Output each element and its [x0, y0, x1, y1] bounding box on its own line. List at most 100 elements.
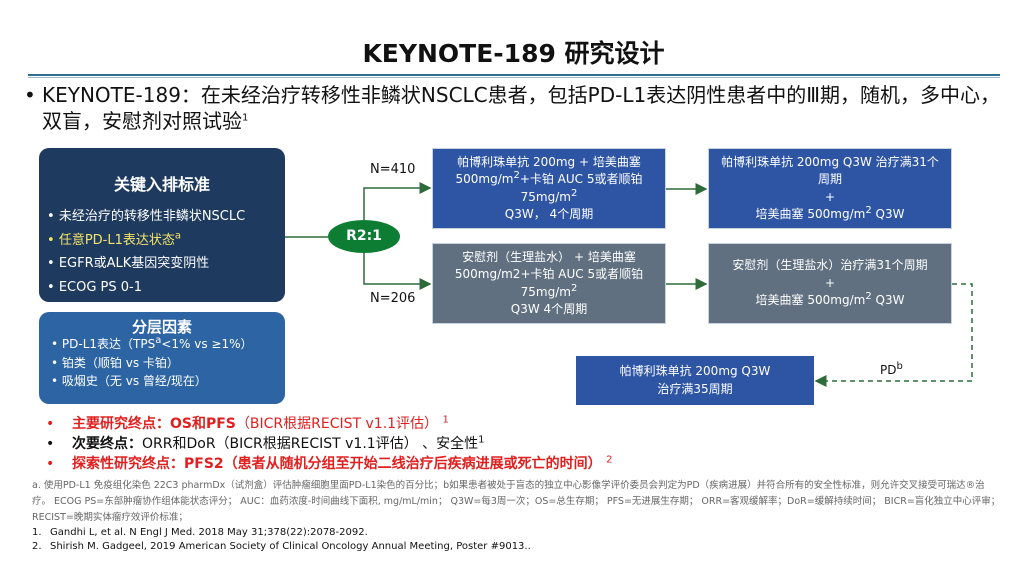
continuation2-box: 安慰剂（生理盐水）治疗满31个周期 + 培美曲塞 500mg/m2 Q3W: [708, 243, 952, 324]
arm1-line: 75mg/m2: [455, 187, 642, 207]
reference-item: 1. Gandhi L, et al. N Engl J Med. 2018 Ma…: [32, 526, 992, 540]
crossover-box: 帕博利珠单抗 200mg Q3W 治疗满35周期: [576, 356, 814, 405]
strat-text: 吸烟史（无 vs 曾经/现在）: [61, 374, 207, 388]
cont2-text: 安慰剂（生理盐水）治疗满31个周期 + 培美曲塞 500mg/m2 Q3W: [732, 257, 927, 310]
rand-to-arm1-line: [363, 182, 432, 220]
arm2-box: 安慰剂（生理盐水） + 培美曲塞 500mg/m2+卡铂 AUC 5或者顺铂 7…: [432, 243, 666, 324]
pd-label: PDb: [880, 361, 903, 378]
arm1-dose: 500mg/m: [455, 172, 514, 186]
arm2-line: 75mg/m2: [455, 282, 643, 302]
strat-text: 铂类（顺铂 vs 卡铂）: [61, 355, 179, 370]
inclusion-item: 未经治疗的转移性非鳞状NSCLC: [47, 205, 283, 229]
bullet-dot: •: [46, 416, 55, 432]
cont1-line: 培美曲塞 500mg/m2 Q3W: [721, 206, 939, 224]
arm1-sup: 2: [570, 187, 578, 199]
crossover-line: 帕博利珠单抗 200mg Q3W: [619, 364, 771, 378]
primary-endpoint-ref: 1: [442, 414, 449, 426]
stratification-item: PD-L1表达（TPSa<1% vs ≥1%）: [51, 335, 283, 354]
cont2-sup: 2: [865, 291, 872, 303]
title-divider: [28, 74, 1000, 76]
arm2-text: 安慰剂（生理盐水） + 培美曲塞 500mg/m2+卡铂 AUC 5或者顺铂 7…: [455, 249, 643, 319]
cont2-freq: Q3W: [871, 293, 905, 308]
reference-num: 1.: [32, 527, 42, 538]
arm1-line: Q3W， 4个周期: [504, 207, 594, 221]
primary-endpoint: • 主要研究终点：OS和PFS（BICR根据RECIST v1.1评估） 1: [46, 414, 1006, 434]
primary-endpoint-label: 主要研究终点：OS和PFS: [72, 416, 236, 432]
inclusion-item-text: ECOG PS 0-1: [58, 279, 142, 295]
pd-text: PD: [880, 363, 897, 377]
strat-text-post: <1% vs ≥1%）: [161, 337, 253, 351]
arm2-line: 安慰剂（生理盐水） + 培美曲塞: [462, 249, 636, 264]
pd-sup: b: [896, 361, 903, 372]
references: 1. Gandhi L, et al. N Engl J Med. 2018 Ma…: [32, 526, 992, 554]
exploratory-endpoint-text: 探索性研究终点：PFS2（患者从随机分组至开始二线治疗后疾病进展或死亡的时间） …: [72, 454, 612, 474]
cont1-line: 周期: [817, 172, 842, 186]
cont1-freq: Q3W: [871, 207, 905, 221]
secondary-endpoint-text: 次要终点：ORR和DoR（BICR根据RECIST v1.1评估） 、安全性1: [72, 434, 485, 454]
reference-num: 2.: [32, 541, 42, 552]
endpoints-list: • 主要研究终点：OS和PFS（BICR根据RECIST v1.1评估） 1 •…: [46, 414, 1006, 474]
inclusion-item-text: 未经治疗的转移性非鳞状NSCLC: [58, 209, 246, 224]
arm2-n-label: N=206: [370, 291, 416, 306]
bullet-dot: •: [24, 83, 36, 107]
study-summary-text: KEYNOTE-189：在未经治疗转移性非鳞状NSCLC患者，包括PD-L1表达…: [42, 82, 1012, 134]
bullet-dot: •: [46, 456, 55, 472]
cont2-line: 安慰剂（生理盐水）治疗满31个周期: [732, 258, 928, 273]
crossover-dashed-arrow: [814, 283, 973, 387]
crossover-line: 治疗满35周期: [657, 381, 733, 396]
cont1-dose: 培美曲塞 500mg/m: [755, 207, 866, 221]
slide-title: KEYNOTE-189 研究设计: [362, 39, 665, 68]
arm2-line: Q3W 4个周期: [510, 302, 588, 316]
inclusion-title: 关键入排标准: [113, 175, 210, 194]
strat-sup: a: [155, 335, 162, 346]
cont1-line: 帕博利珠单抗 200mg Q3W 治疗满31个: [721, 154, 939, 169]
stratification-list: PD-L1表达（TPSa<1% vs ≥1%） 铂类（顺铂 vs 卡铂） 吸烟史…: [51, 335, 283, 391]
inclusion-item: ECOG PS 0-1: [47, 276, 283, 300]
exploratory-endpoint-ref: 2: [606, 454, 613, 466]
continuation1-box: 帕博利珠单抗 200mg Q3W 治疗满31个 周期 + 培美曲塞 500mg/…: [708, 148, 952, 229]
stratification-item: 铂类（顺铂 vs 卡铂）: [51, 354, 283, 373]
secondary-endpoint-detail: ORR和DoR（BICR根据RECIST v1.1评估） 、安全性: [142, 436, 479, 452]
secondary-endpoint: • 次要终点：ORR和DoR（BICR根据RECIST v1.1评估） 、安全性…: [46, 434, 1006, 454]
exploratory-endpoint: • 探索性研究终点：PFS2（患者从随机分组至开始二线治疗后疾病进展或死亡的时间…: [46, 454, 1006, 474]
stratification-title: 分层因素: [131, 318, 192, 336]
cont1-line: +: [824, 189, 836, 204]
primary-endpoint-detail: （BICR根据RECIST v1.1评估）: [235, 416, 439, 432]
crossover-text: 帕博利珠单抗 200mg Q3W 治疗满35周期: [620, 363, 771, 398]
arm1-dose2: +卡铂 AUC 5或者顺铂: [519, 172, 643, 186]
arm1-line: 帕博利珠单抗 200mg + 培美曲塞: [457, 154, 641, 169]
cont1-text: 帕博利珠单抗 200mg Q3W 治疗满31个 周期 + 培美曲塞 500mg/…: [721, 154, 939, 224]
bullet-dot: •: [46, 436, 55, 452]
arm2-dose3: 75mg/m: [520, 284, 571, 299]
exploratory-endpoint-label: 探索性研究终点：PFS2（患者从随机分组至开始二线治疗后疾病进展或死亡的时间）: [72, 456, 602, 472]
stratification-item: 吸烟史（无 vs 曾经/现在）: [51, 372, 283, 391]
inclusion-item: EGFR或ALK基因突变阴性: [47, 252, 283, 276]
strat-text: PD-L1表达（TPS: [61, 337, 156, 351]
inclusion-criteria-box: 关键入排标准 未经治疗的转移性非鳞状NSCLC 任意PD-L1表达状态a EGF…: [39, 148, 285, 302]
inclusion-list: 未经治疗的转移性非鳞状NSCLC 任意PD-L1表达状态a EGFR或ALK基因…: [47, 205, 283, 299]
arm2-line: 500mg/m2+卡铂 AUC 5或者顺铂: [454, 267, 644, 281]
secondary-endpoint-ref: 1: [478, 434, 485, 446]
reference-text: Shirish M. Gadgeel, 2019 American Societ…: [50, 541, 531, 552]
rand-to-arm2-line: [363, 253, 432, 290]
cont2-line: 培美曲塞 500mg/m2 Q3W: [732, 292, 927, 310]
arm1-line: 500mg/m2+卡铂 AUC 5或者顺铂: [455, 171, 642, 189]
arm2-sup: 2: [570, 282, 578, 294]
arm1-n-label: N=410: [370, 162, 416, 177]
inclusion-item-sup: a: [174, 230, 182, 242]
primary-endpoint-text: 主要研究终点：OS和PFS（BICR根据RECIST v1.1评估） 1: [72, 414, 449, 434]
inclusion-item-text: EGFR或ALK基因突变阴性: [58, 256, 210, 271]
cont1-sup: 2: [865, 205, 872, 216]
randomization-node: R2:1: [328, 220, 400, 253]
inclusion-item-text: 任意PD-L1表达状态: [58, 232, 175, 248]
study-summary-body: KEYNOTE-189：在未经治疗转移性非鳞状NSCLC患者，包括PD-L1表达…: [42, 83, 1000, 133]
study-summary-ref: 1: [242, 112, 249, 124]
arm1-text: 帕博利珠单抗 200mg + 培美曲塞 500mg/m2+卡铂 AUC 5或者顺…: [455, 154, 642, 224]
cont2-line: +: [824, 275, 836, 290]
cont2-dose: 培美曲塞 500mg/m: [755, 293, 866, 308]
arm1-sup: 2: [513, 170, 520, 181]
arm1-box: 帕博利珠单抗 200mg + 培美曲塞 500mg/m2+卡铂 AUC 5或者顺…: [432, 148, 666, 229]
title-divider-thin: [28, 77, 1000, 78]
reference-text: Gandhi L, et al. N Engl J Med. 2018 May …: [50, 527, 368, 538]
